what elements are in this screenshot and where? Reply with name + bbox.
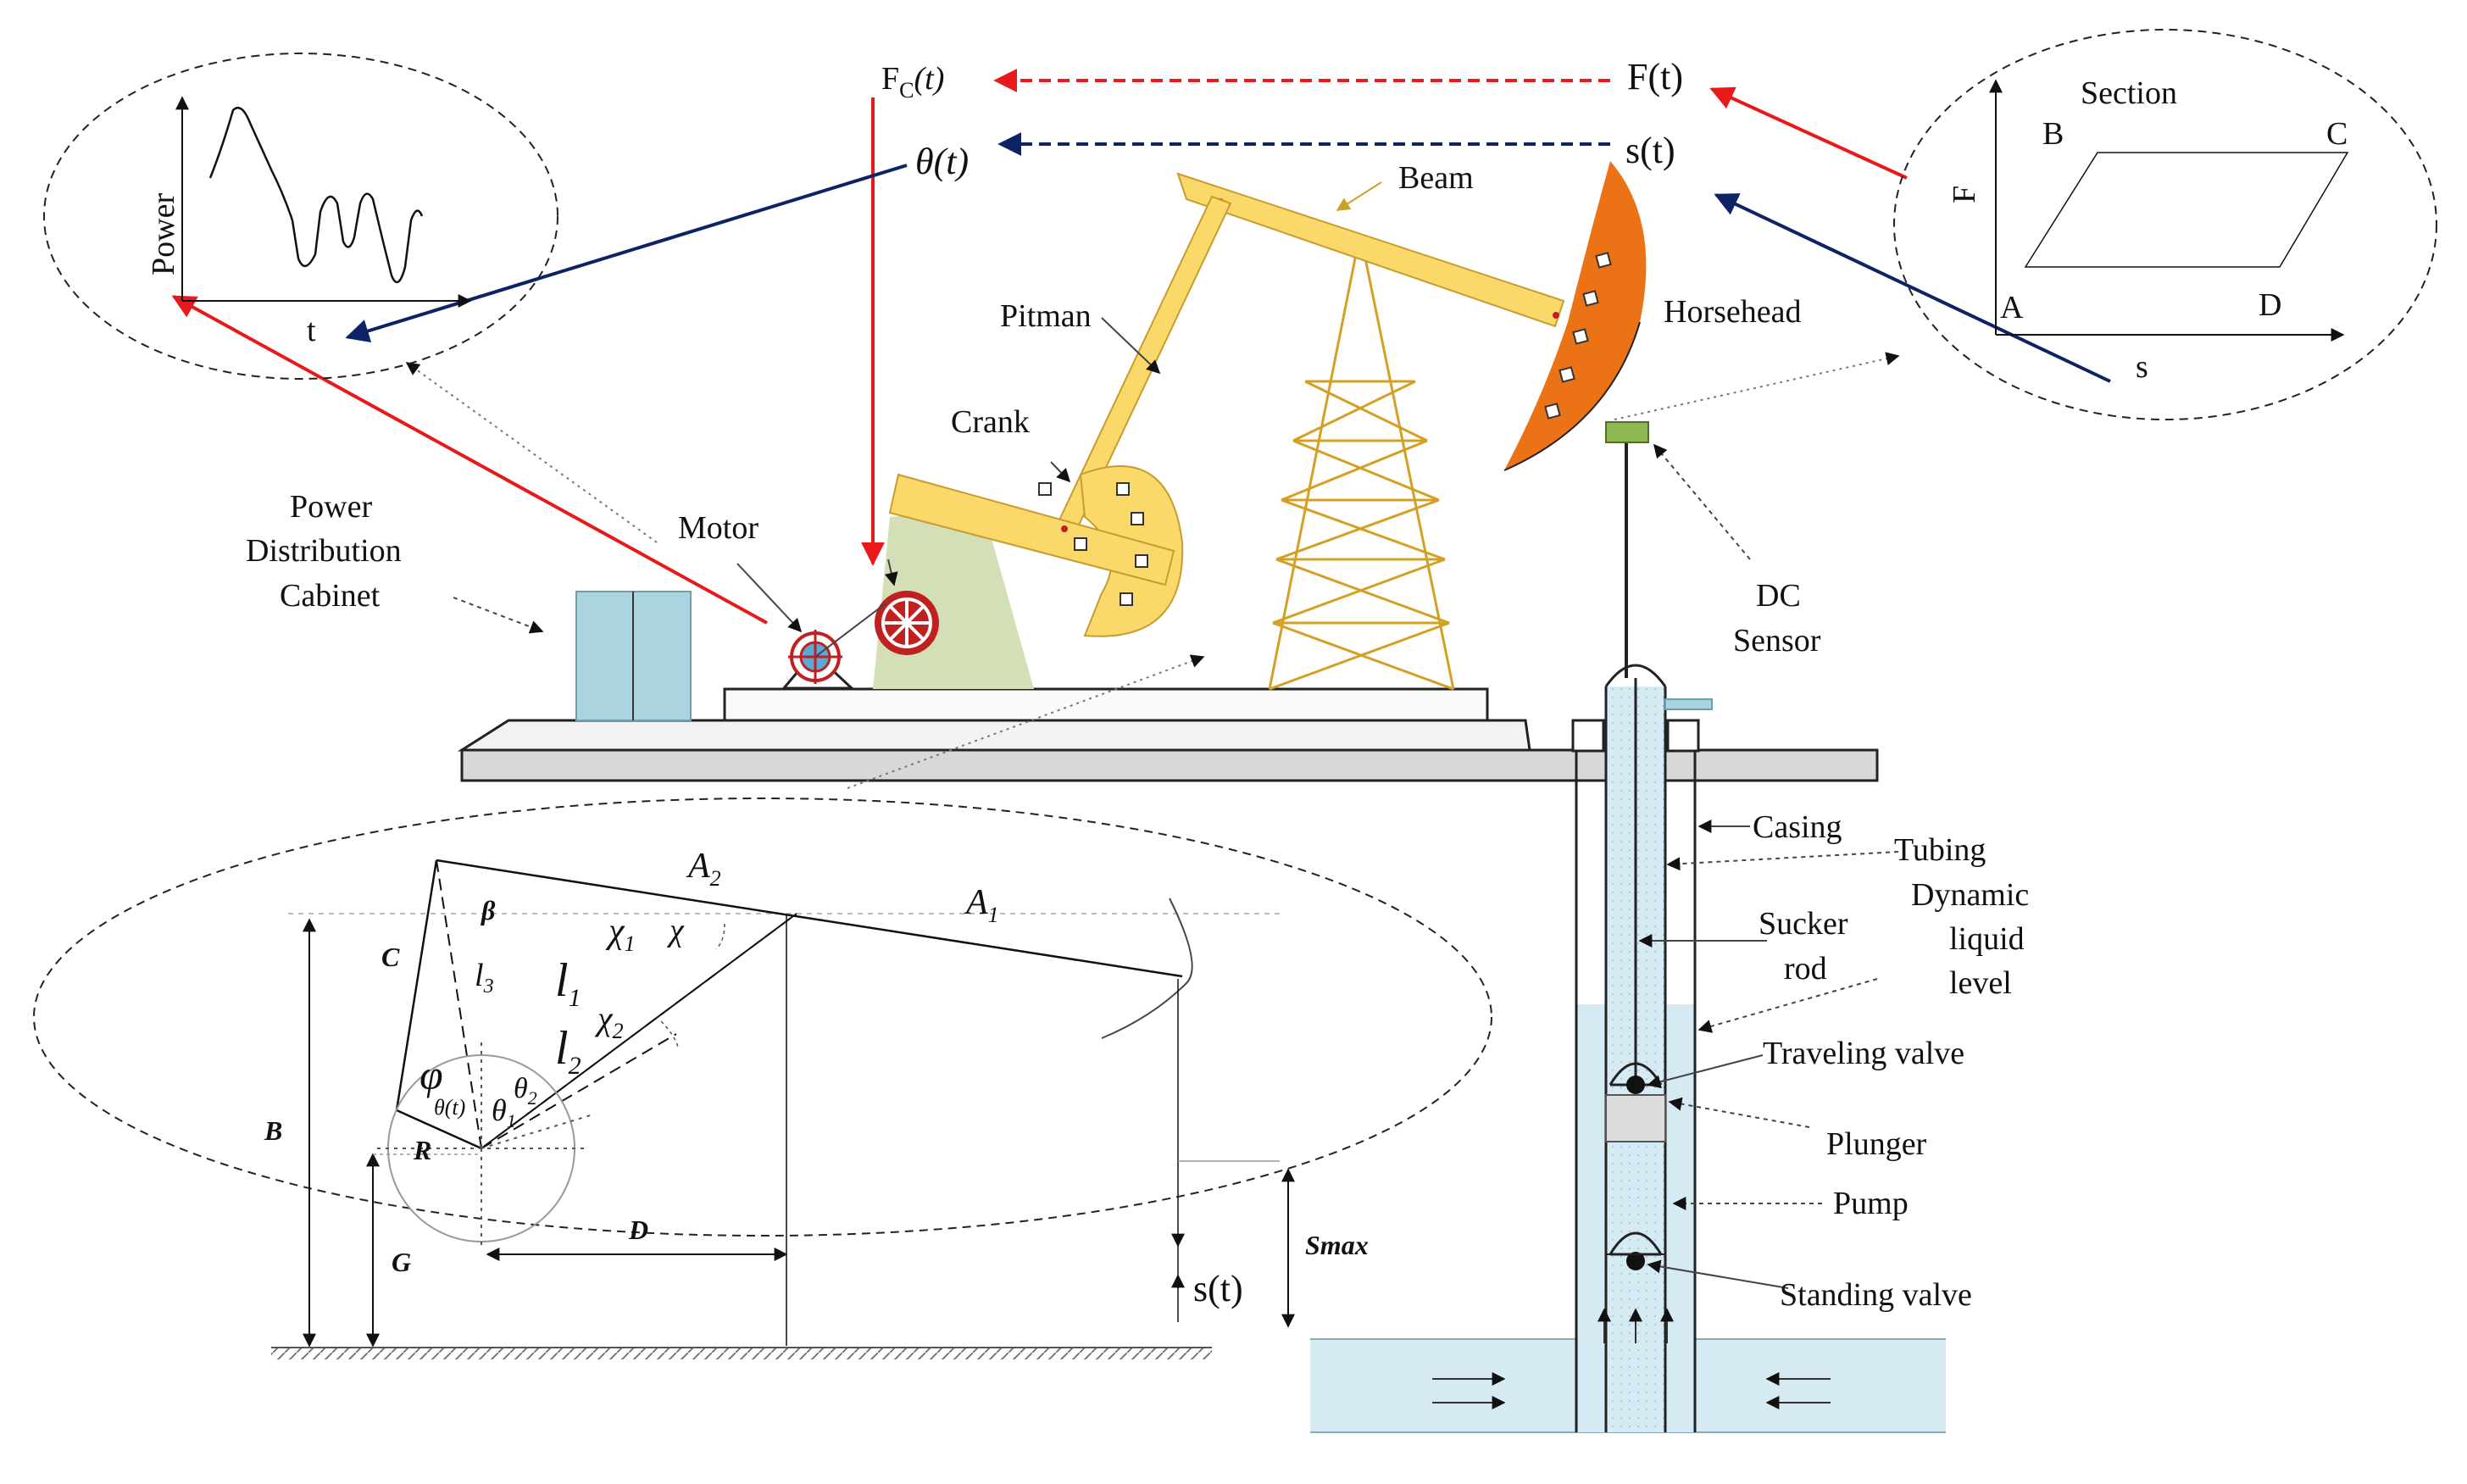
card-parallelogram (2024, 152, 2349, 268)
wellbore (1310, 664, 1946, 1433)
belt (814, 603, 886, 658)
label-traveling-valve: Traveling valve (1763, 1036, 1964, 1071)
geo-theta2: θ2 (514, 1073, 537, 1109)
geo-l3: l3 (475, 958, 494, 998)
horsehead (1503, 161, 1647, 471)
geo-a1: A1 (964, 883, 999, 927)
geo-chi: χ (666, 913, 685, 948)
geo-theta1: θ1 (492, 1093, 516, 1131)
arrow-motor-to-power (171, 295, 768, 625)
label-f-t: F(t) (1627, 56, 1683, 97)
card-y-label: F (1947, 186, 1982, 203)
label-tubing: Tubing (1894, 832, 1986, 868)
card-corner-b: B (2042, 116, 2064, 152)
label-beam: Beam (1398, 160, 1474, 196)
card-title: Section (2081, 75, 2177, 111)
label-s-t: s(t) (1625, 130, 1675, 171)
card-corner-a: A (2000, 290, 2024, 325)
label-dynamic-3: level (1949, 965, 2012, 1001)
label-motor: Motor (678, 510, 758, 546)
label-sucker-2: rod (1784, 951, 1827, 987)
geo-s-t: s(t) (1193, 1268, 1243, 1309)
geo-l2: l2 (555, 1022, 581, 1080)
geo-l1: l1 (555, 954, 581, 1012)
label-pitman: Pitman (1000, 298, 1092, 334)
geo-d: D (628, 1214, 648, 1245)
main-labels: FC(t) θ(t) F(t) s(t) Beam Pitman Crank H… (246, 56, 2029, 1313)
time-axis-label: t (307, 313, 316, 348)
label-horsehead: Horsehead (1664, 294, 1801, 330)
geo-r: R (413, 1135, 431, 1165)
arrow-dynacard-to-s (1714, 193, 2111, 383)
power-distribution-cabinet (575, 591, 692, 721)
label-dynamic-2: liquid (1949, 921, 2025, 957)
card-corner-c: C (2326, 116, 2348, 152)
geometry-labels: A2 A1 χ1 χ χ2 β C l3 l1 l2 φ θ(t) θ1 θ2 … (264, 847, 1369, 1309)
card-x-label: s (2136, 349, 2148, 385)
arrow-theta-to-t (345, 164, 908, 342)
geo-beta: β (481, 895, 496, 925)
crank-assembly (888, 465, 1184, 637)
label-theta-t: θ(t) (915, 141, 969, 182)
power-axis-label: Power (146, 193, 181, 275)
label-cabinet-3: Cabinet (280, 578, 381, 614)
label-dynamic-1: Dynamic (1911, 877, 2029, 913)
geo-g: G (392, 1247, 411, 1277)
signal-arrows (171, 69, 2111, 625)
geo-smax: Smax (1305, 1230, 1369, 1260)
walking-beam (1176, 172, 1565, 328)
dc-sensor (1605, 421, 1649, 443)
geo-theta-t: θ(t) (434, 1095, 465, 1120)
label-plunger: Plunger (1826, 1126, 1927, 1162)
geometry-inset (33, 798, 1492, 1359)
label-crank: Crank (951, 404, 1030, 440)
label-sucker-1: Sucker (1759, 906, 1848, 942)
derrick-tower (1268, 253, 1455, 691)
label-standing-valve: Standing valve (1780, 1277, 1972, 1313)
label-cabinet-1: Power (290, 489, 372, 525)
label-dc-2: Sensor (1733, 623, 1821, 659)
label-cabinet-2: Distribution (246, 533, 402, 569)
geo-a2: A2 (686, 847, 721, 891)
leader-lines (453, 181, 1899, 1289)
label-pump: Pump (1833, 1186, 1909, 1221)
dynamometer-card-inset: Section F s A B C D (1893, 29, 2437, 420)
dotted-pointers (405, 352, 1900, 789)
label-casing: Casing (1753, 809, 1842, 845)
label-dc-1: DC (1756, 578, 1801, 614)
geo-chi1: χ1 (605, 912, 635, 956)
power-inset: Power t (43, 53, 558, 380)
geo-phi: φ (420, 1051, 443, 1098)
geo-c: C (381, 942, 400, 972)
geo-chi2: χ2 (594, 999, 624, 1043)
power-curve (208, 106, 424, 284)
geo-b: B (264, 1115, 282, 1146)
motor (781, 630, 855, 690)
label-fc-t: FC(t) (881, 61, 944, 103)
arrow-dynacard-to-f (1709, 86, 1908, 180)
card-corner-d: D (2259, 287, 2281, 323)
gear-reducer (875, 591, 939, 655)
